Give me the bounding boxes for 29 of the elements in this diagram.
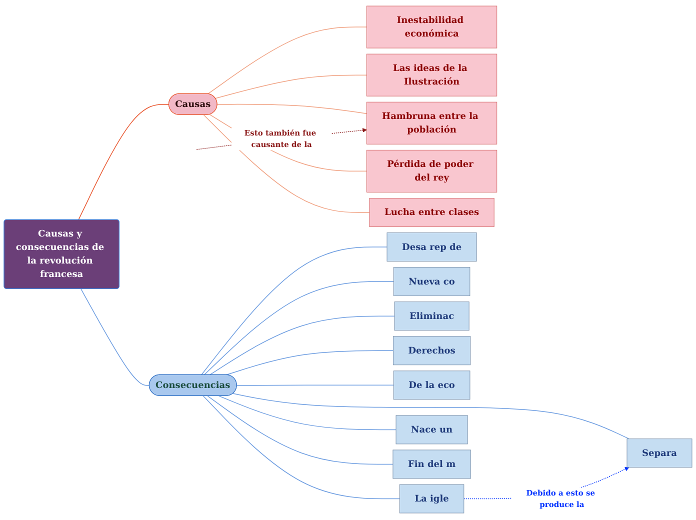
connector	[208, 27, 368, 95]
node-box: Pérdida de poder del rey	[366, 150, 498, 193]
connector	[218, 396, 396, 431]
node-box: Desa rep de	[386, 232, 477, 262]
connector	[204, 282, 394, 376]
node-box: Hambruna entre la población	[366, 102, 498, 145]
node-box: Eliminac	[394, 302, 470, 332]
connector	[215, 75, 368, 100]
connector	[232, 394, 630, 440]
connector	[78, 104, 170, 221]
node-box: Nueva co	[393, 268, 470, 297]
node-box: Separa	[626, 439, 692, 468]
connector	[80, 289, 150, 386]
connector	[216, 104, 368, 114]
node-box: Lucha entre clases	[369, 198, 494, 228]
connector	[207, 396, 394, 466]
node-box: Fin del m	[392, 450, 471, 480]
connector	[202, 396, 400, 500]
connector	[203, 114, 370, 214]
connector	[201, 247, 388, 376]
node-box: Nace un	[396, 416, 468, 445]
node-box: Inestabilidad económica	[366, 6, 498, 49]
connector	[209, 316, 395, 376]
node-box: Las ideas de la Ilustración	[366, 54, 498, 97]
connector	[236, 385, 394, 386]
connector	[226, 350, 394, 376]
node-box: La igle	[399, 484, 464, 514]
node-box: Derechos	[392, 336, 471, 366]
node-box: De la eco	[393, 371, 470, 400]
